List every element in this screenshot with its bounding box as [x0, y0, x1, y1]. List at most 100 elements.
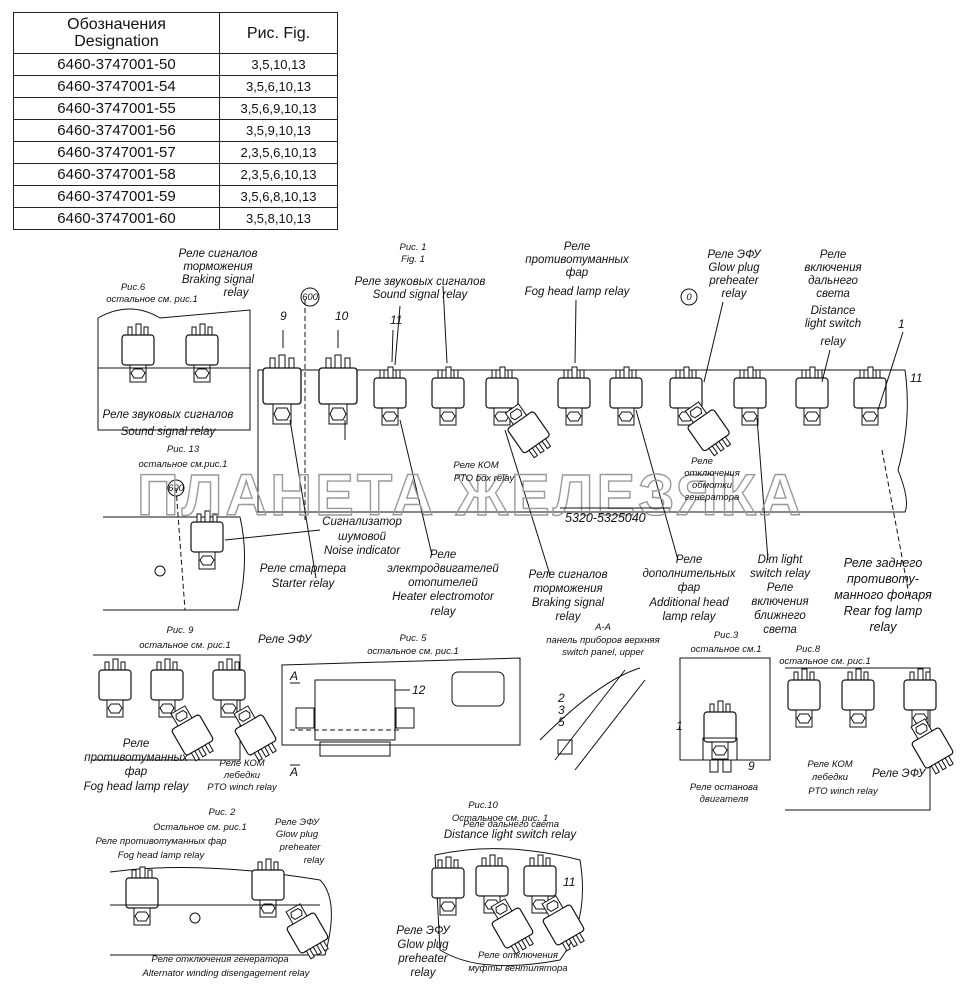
svg-text:лебедки: лебедки — [811, 772, 849, 783]
svg-text:Рис. 9: Рис. 9 — [167, 625, 195, 636]
svg-text:Braking signal: Braking signal — [182, 274, 255, 286]
cell-figs: 3,5,6,8,10,13 — [219, 185, 338, 208]
svg-text:Реле КОМ: Реле КОМ — [453, 460, 498, 471]
svg-text:ближнего: ближнего — [754, 610, 806, 622]
header-fig: Рис. Fig. — [219, 12, 338, 54]
svg-text:Реле ЭФУ: Реле ЭФУ — [396, 925, 451, 937]
fig13-drawing: 600 — [103, 479, 321, 611]
svg-text:Рис.3: Рис.3 — [714, 630, 739, 641]
label-sound-fig6: Реле звуковых сигналов Sound signal rela… — [103, 409, 234, 438]
svg-text:Реле противотуманных фар: Реле противотуманных фар — [95, 836, 226, 847]
fig6-drawing — [97, 308, 251, 431]
svg-text:Рис.10: Рис.10 — [468, 800, 498, 811]
svg-text:Рис.8: Рис.8 — [796, 644, 821, 655]
main-relays — [262, 354, 887, 462]
dim-light-relay — [733, 366, 767, 426]
label-fig2: Рис. 2 Остальное см. рис.1 — [153, 807, 247, 833]
svg-text:муфты вентилятора: муфты вентилятора — [468, 963, 567, 974]
label-fig13: Рис. 13 остальное см.рис.1 — [139, 444, 228, 470]
mark-a-top: A — [289, 669, 298, 683]
svg-text:света: света — [816, 288, 850, 300]
fog-head-lamp-relay — [557, 366, 591, 426]
label-fig8: Рис.8 остальное см. рис.1 — [779, 644, 871, 667]
svg-text:Сигнализатор: Сигнализатор — [322, 516, 402, 528]
svg-text:Реле дальнего света: Реле дальнего света — [463, 819, 559, 830]
sound-signal-relay — [431, 366, 465, 426]
relay-9 — [262, 354, 302, 425]
circle-mark-600 — [300, 287, 320, 307]
rear-fog-lamp-relay — [853, 366, 887, 426]
svg-text:Реле: Реле — [691, 456, 713, 467]
svg-text:Braking signal: Braking signal — [532, 597, 605, 609]
svg-text:отопителей: отопителей — [408, 577, 478, 589]
num-11-fig10: 11 — [563, 875, 575, 889]
num-1: 1 — [898, 317, 905, 331]
cell-figs: 2,3,5,6,10,13 — [219, 141, 338, 164]
mark-a-bottom: A — [289, 765, 298, 779]
cell-designation: 6460-3747001-54 — [13, 75, 220, 98]
label-fig10: Рис.10 Остальное см. рис. 1 — [452, 800, 548, 824]
label-gen-disengage: Реле отключения обмотки генератора — [684, 456, 740, 503]
svg-text:Реле звуковых сигналов: Реле звуковых сигналов — [103, 409, 234, 421]
label-braking-top: Реле сигналов торможения Braking signal … — [179, 248, 258, 299]
label-glow-top: Реле ЭФУ Glow plug preheater relay — [707, 249, 762, 300]
svg-text:switch panel, upper: switch panel, upper — [562, 647, 645, 658]
label-noise: Сигнализатор шумовой Noise indicator — [322, 516, 402, 557]
svg-text:противотуманных: противотуманных — [84, 752, 189, 764]
num-11b: 11 — [910, 371, 922, 385]
svg-text:Реле: Реле — [123, 738, 149, 750]
cell-figs: 3,5,6,10,13 — [219, 75, 338, 98]
label-fig9: Рис. 9 остальное см. рис.1 — [139, 625, 231, 651]
svg-text:Distance: Distance — [811, 305, 856, 317]
label-alternator: Реле отключения генератора Alternator wi… — [142, 954, 311, 979]
cell-designation: 6460-3747001-60 — [13, 207, 220, 230]
svg-text:Рис.6: Рис.6 — [121, 282, 146, 293]
label-engine-stop: Реле останова двигателя — [690, 782, 758, 805]
svg-text:противотуманных: противотуманных — [525, 254, 630, 266]
label-distance-fig10: Реле дальнего света Distance light switc… — [444, 819, 578, 841]
svg-text:Rear fog lamp: Rear fog lamp — [844, 604, 923, 618]
label-glow-fig10: Реле ЭФУ Glow plug preheater relay — [396, 925, 451, 979]
svg-text:Glow plug: Glow plug — [276, 829, 319, 840]
relay-11 — [373, 366, 407, 426]
svg-text:Рис. 2: Рис. 2 — [209, 807, 237, 818]
cell-designation: 6460-3747001-57 — [13, 141, 220, 164]
additional-head-lamp-relay — [609, 366, 643, 426]
svg-text:Рис. 1: Рис. 1 — [400, 242, 427, 253]
svg-text:панель приборов верхняя: панель приборов верхняя — [546, 635, 659, 646]
svg-text:PTO winch relay: PTO winch relay — [808, 786, 879, 797]
svg-text:остальное см.1: остальное см.1 — [691, 644, 762, 655]
label-fog-fig9: Реле противотуманных фар Fog head lamp r… — [84, 738, 190, 793]
svg-text:relay: relay — [431, 606, 457, 618]
num-1-fig3: 1 — [676, 719, 683, 733]
svg-text:лебедки: лебедки — [223, 770, 261, 781]
svg-text:Реле: Реле — [820, 249, 846, 261]
svg-text:Реле отключения генератора: Реле отключения генератора — [151, 954, 288, 965]
num-10: 10 — [335, 309, 349, 323]
svg-text:Реле КОМ: Реле КОМ — [219, 758, 264, 769]
label-fan-clutch: Реле отключения муфты вентилятора — [468, 950, 567, 974]
circle-mark-0 — [680, 288, 698, 306]
svg-text:дополнительных: дополнительных — [642, 568, 736, 580]
num-5: 5 — [558, 715, 565, 729]
label-winch-fig9: Реле КОМ лебедки PTO winch relay — [207, 758, 278, 793]
svg-text:Dim light: Dim light — [758, 554, 804, 566]
svg-text:генератора: генератора — [685, 492, 740, 503]
svg-text:манного фонаря: манного фонаря — [834, 588, 932, 602]
svg-text:Реле: Реле — [767, 582, 793, 594]
svg-text:Реле заднего: Реле заднего — [844, 556, 923, 570]
fig3-drawing: 1 9 — [676, 657, 771, 773]
svg-text:включения: включения — [751, 596, 808, 608]
label-glow-fig2: Реле ЭФУ Glow plug preheater relay — [275, 817, 326, 866]
main-panel — [257, 300, 911, 601]
svg-text:relay: relay — [821, 336, 847, 348]
svg-text:Реле: Реле — [676, 554, 702, 566]
fig2-drawing — [109, 858, 334, 963]
label-kom: Реле КОМ PTO box relay — [453, 460, 515, 484]
svg-text:Реле ЭФУ: Реле ЭФУ — [275, 817, 320, 828]
svg-text:Alternator winding disengageme: Alternator winding disengagement relay — [142, 968, 311, 979]
svg-text:lamp relay: lamp relay — [662, 611, 716, 623]
